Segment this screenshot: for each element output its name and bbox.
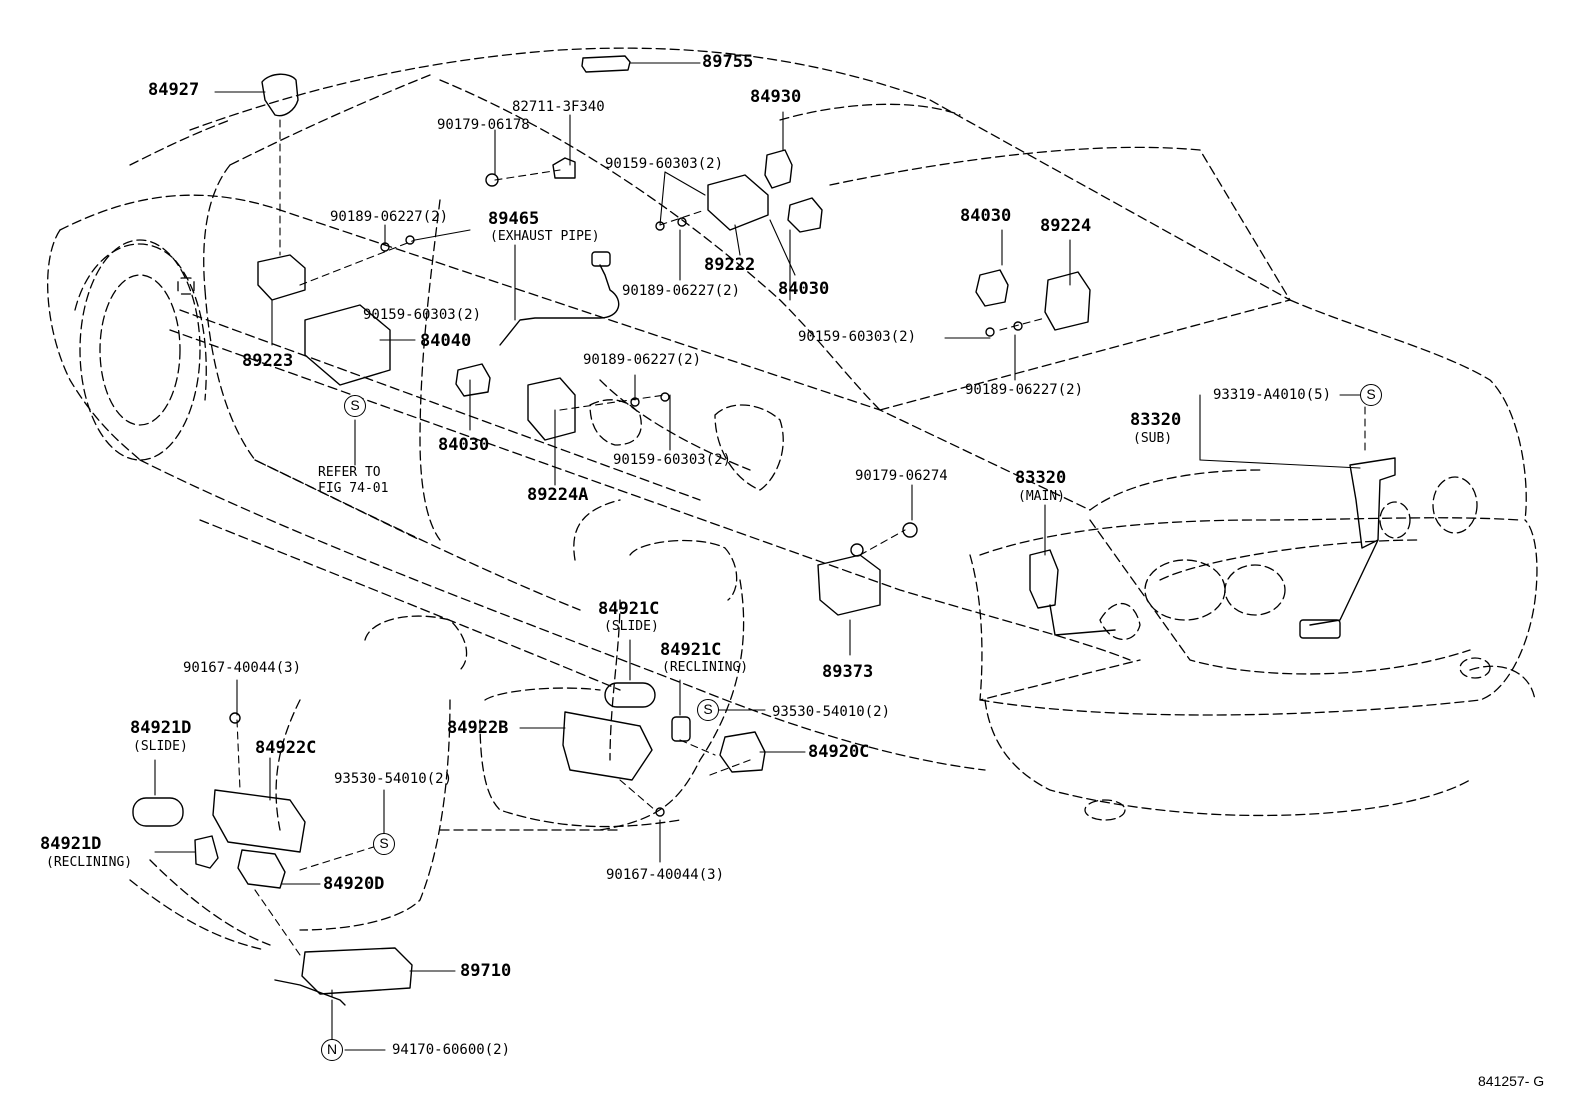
label-83320-sub: 83320 bbox=[1130, 410, 1182, 430]
label-90159-b: 90159-60303(2) bbox=[798, 329, 917, 345]
figure-reference: 841257- G bbox=[1478, 1073, 1545, 1089]
label-89224: 89224 bbox=[1040, 216, 1092, 236]
part-84921c-slide bbox=[604, 682, 656, 708]
part-89373 bbox=[817, 554, 881, 616]
label-93530-b: 93530-54010(2) bbox=[334, 771, 453, 787]
label-reclining-1: (RECLINING) bbox=[662, 660, 749, 675]
label-main: (MAIN) bbox=[1018, 489, 1065, 504]
label-refer-to: REFER TO bbox=[318, 465, 381, 480]
symbol-s-refer: S bbox=[344, 395, 366, 417]
part-84927 bbox=[261, 73, 299, 117]
label-93319: 93319-A4010(5) bbox=[1213, 387, 1332, 403]
label-90179-06274: 90179-06274 bbox=[855, 468, 948, 484]
label-84930: 84930 bbox=[750, 87, 802, 107]
part-84922b bbox=[562, 711, 653, 781]
label-89465: 89465 bbox=[488, 209, 540, 229]
label-89710: 89710 bbox=[460, 961, 512, 981]
label-90179-06178: 90179-06178 bbox=[437, 117, 530, 133]
part-84920d bbox=[237, 849, 286, 889]
part-84921d-reclining bbox=[194, 835, 219, 869]
label-90167-a: 90167-40044(3) bbox=[183, 660, 302, 676]
label-94170: 94170-60600(2) bbox=[392, 1042, 511, 1058]
part-84921c-reclining bbox=[671, 716, 691, 742]
leader-lines bbox=[154, 62, 1363, 1051]
label-90159-d: 90159-60303(2) bbox=[613, 452, 732, 468]
part-89224a bbox=[527, 377, 576, 441]
part-84040 bbox=[304, 304, 391, 386]
part-84920c bbox=[719, 731, 766, 773]
part-89465 bbox=[499, 264, 620, 346]
part-84030-a bbox=[787, 197, 823, 233]
symbol-n-94170: N bbox=[321, 1039, 343, 1061]
label-84921d-reclining: 84921D bbox=[40, 834, 102, 854]
part-89710 bbox=[301, 947, 413, 995]
car-body-outline bbox=[47, 47, 1538, 951]
part-84930 bbox=[764, 149, 793, 189]
part-90179-06178 bbox=[485, 173, 499, 187]
label-90167-b: 90167-40044(3) bbox=[606, 867, 725, 883]
label-82711: 82711-3F340 bbox=[512, 99, 605, 115]
label-84030-a: 84030 bbox=[778, 279, 830, 299]
part-84921d-slide bbox=[132, 797, 184, 827]
part-83320-sub bbox=[1349, 457, 1396, 549]
label-90159-a: 90159-60303(2) bbox=[605, 156, 724, 172]
part-89223 bbox=[257, 254, 306, 301]
label-83320-main: 83320 bbox=[1015, 468, 1067, 488]
label-84030-c: 84030 bbox=[438, 435, 490, 455]
label-slide-2: (SLIDE) bbox=[133, 739, 188, 754]
label-89755: 89755 bbox=[702, 52, 754, 72]
part-84030-c bbox=[455, 363, 491, 397]
part-83320-main bbox=[1029, 549, 1059, 609]
symbol-s-93319: S bbox=[1360, 384, 1382, 406]
label-90189-b: 90189-06227(2) bbox=[622, 283, 741, 299]
label-84040: 84040 bbox=[420, 331, 472, 351]
part-84030-b bbox=[975, 269, 1009, 307]
label-sub: (SUB) bbox=[1133, 431, 1173, 446]
label-90189-a: 90189-06227(2) bbox=[330, 209, 449, 225]
part-89222 bbox=[707, 174, 769, 231]
label-reclining-2: (RECLINING) bbox=[46, 855, 133, 870]
connection-dashes bbox=[236, 119, 1366, 1001]
label-84922b: 84922B bbox=[447, 718, 509, 738]
part-90179-06274 bbox=[902, 522, 918, 538]
label-exhaust-pipe: (EXHAUST PIPE) bbox=[490, 229, 600, 244]
symbol-s-93530-a: S bbox=[697, 699, 719, 721]
components bbox=[132, 55, 1396, 1006]
label-84030-b: 84030 bbox=[960, 206, 1012, 226]
label-89373: 89373 bbox=[822, 662, 874, 682]
part-89224 bbox=[1044, 271, 1091, 331]
label-90189-c: 90189-06227(2) bbox=[583, 352, 702, 368]
label-84920d: 84920D bbox=[323, 874, 385, 894]
label-84927: 84927 bbox=[148, 80, 200, 100]
label-84921c-slide: 84921C bbox=[598, 599, 660, 619]
label-89224a: 89224A bbox=[527, 485, 589, 505]
label-slide-1: (SLIDE) bbox=[604, 619, 659, 634]
label-84921d-slide: 84921D bbox=[130, 718, 192, 738]
label-90159-c: 90159-60303(2) bbox=[363, 307, 482, 323]
label-93530-a: 93530-54010(2) bbox=[772, 704, 891, 720]
part-84922c bbox=[212, 789, 306, 853]
label-89223: 89223 bbox=[242, 351, 294, 371]
part-82711 bbox=[552, 157, 576, 179]
label-84921c-reclining: 84921C bbox=[660, 640, 722, 660]
part-89755 bbox=[581, 55, 631, 73]
label-84922c: 84922C bbox=[255, 738, 317, 758]
label-89222: 89222 bbox=[704, 255, 756, 275]
label-fig-74-01: FIG 74-01 bbox=[318, 481, 389, 496]
symbol-s-93530-b: S bbox=[373, 833, 395, 855]
label-84920c: 84920C bbox=[808, 742, 870, 762]
label-90189-d: 90189-06227(2) bbox=[965, 382, 1084, 398]
